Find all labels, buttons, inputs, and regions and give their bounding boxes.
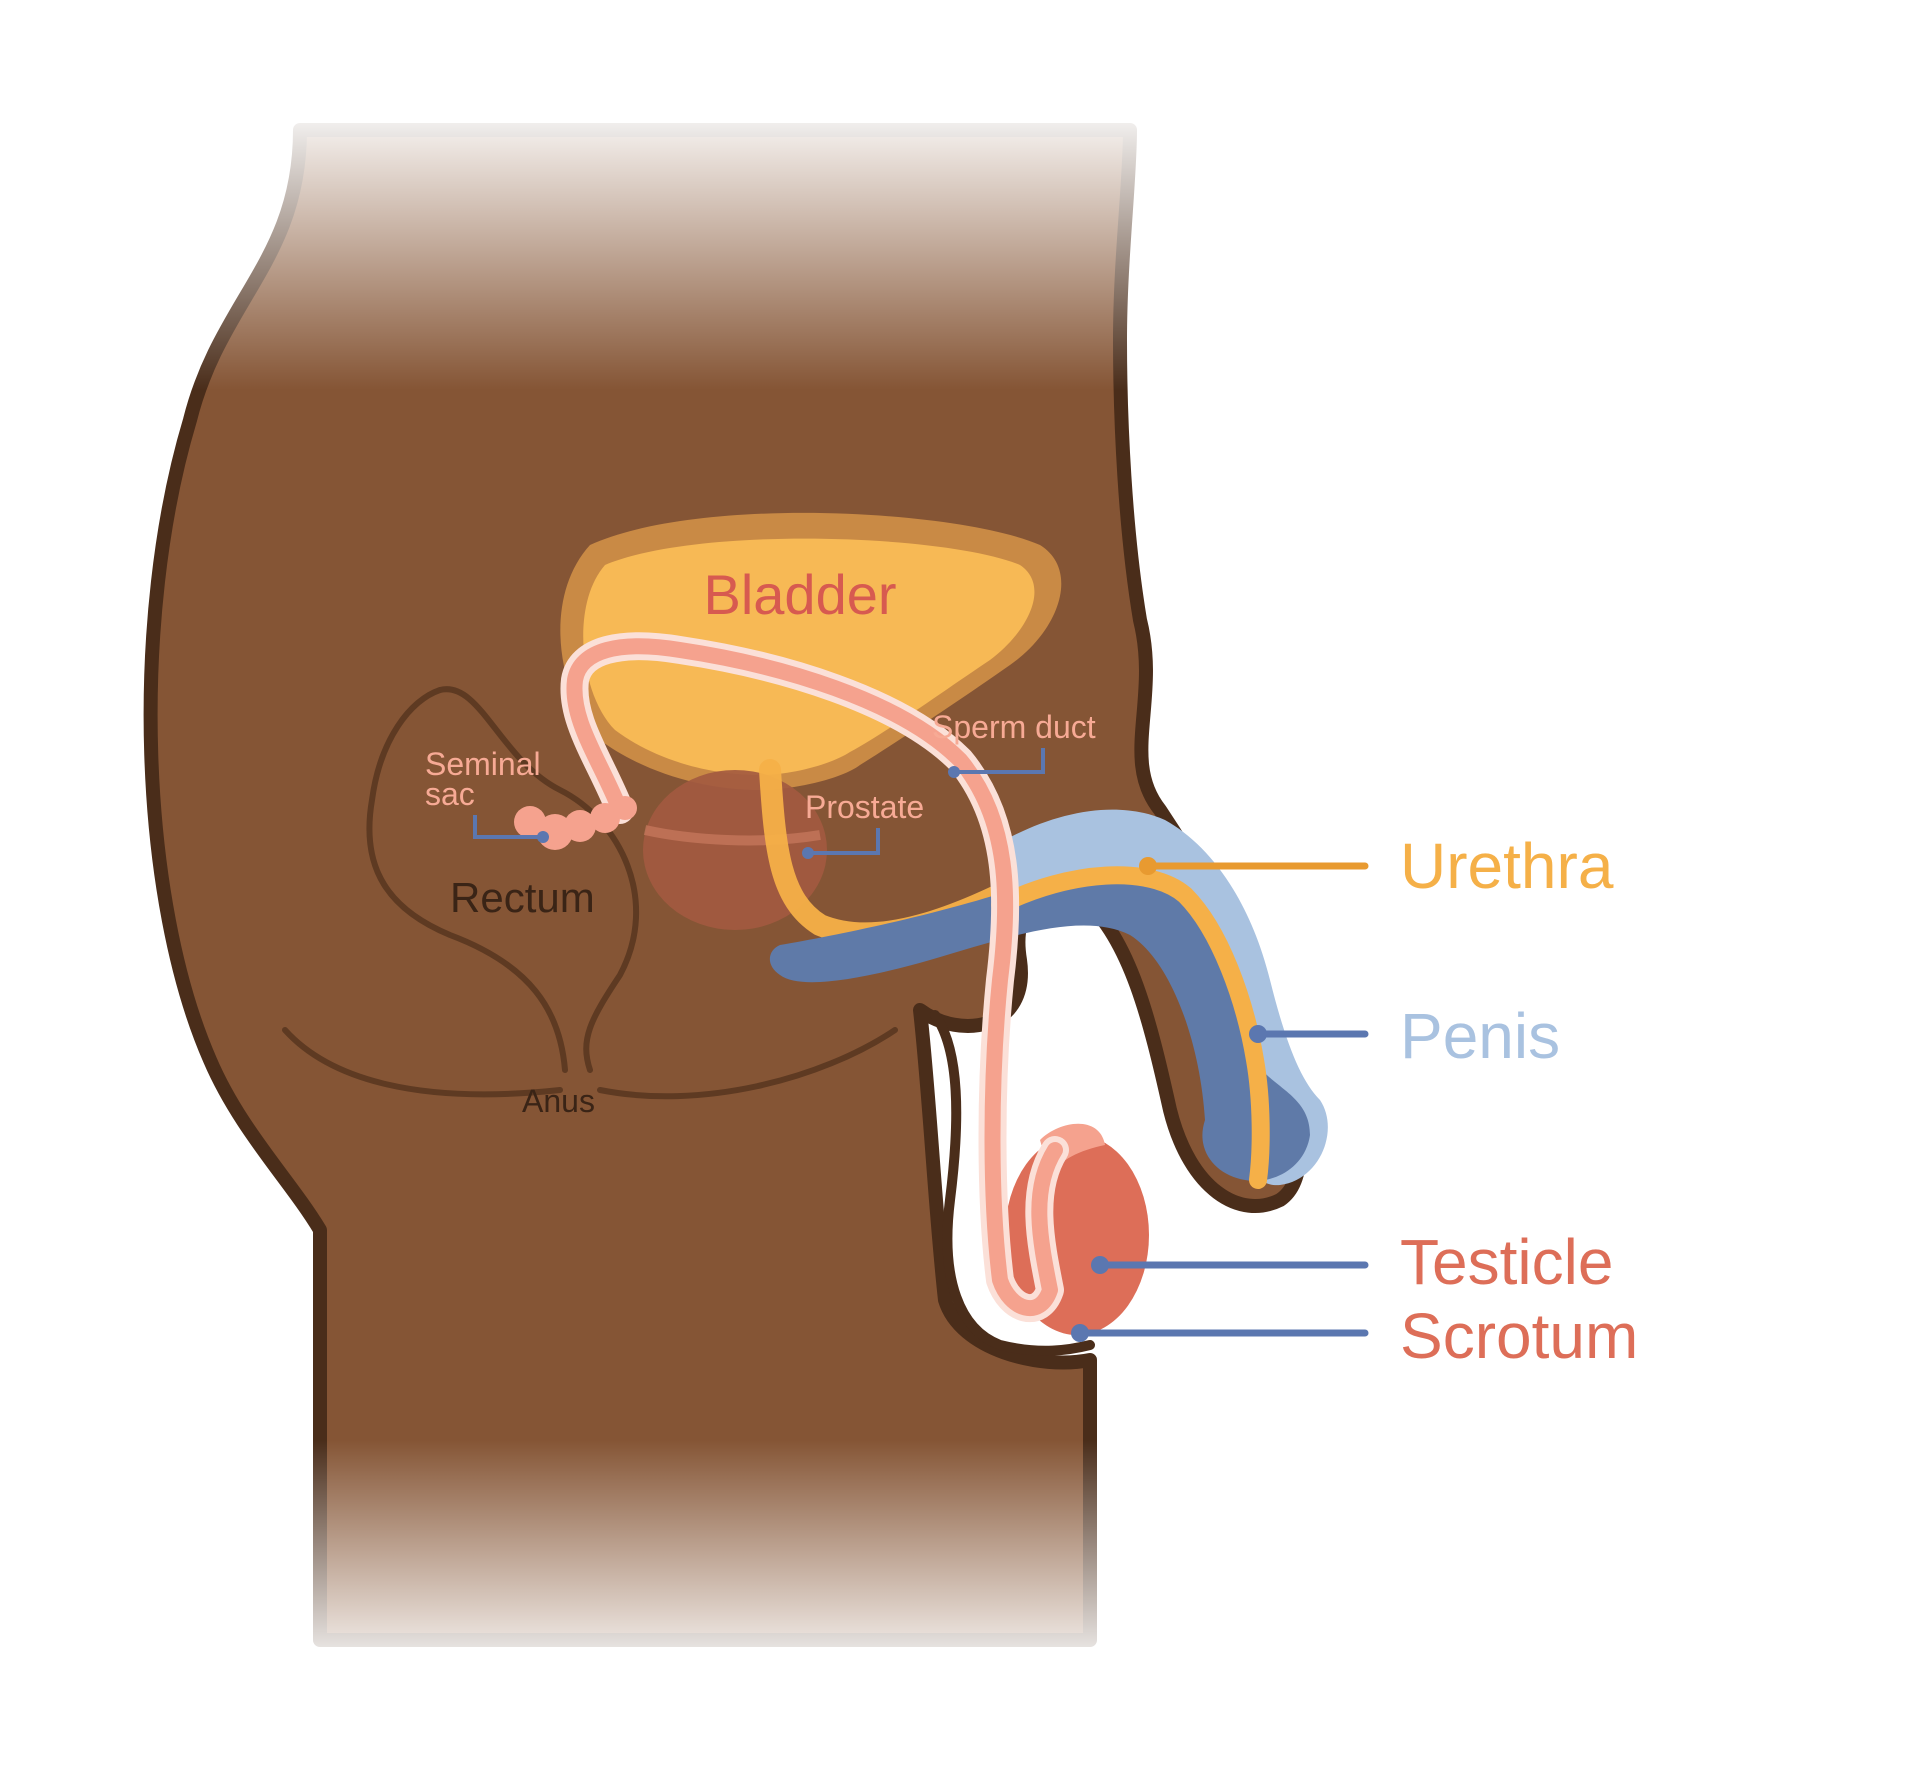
penis-leader-dot	[1249, 1025, 1267, 1043]
urethra-label: Urethra	[1400, 830, 1614, 902]
urethra-callout: Urethra	[1139, 830, 1614, 902]
seminal-sac-label-line2: sac	[425, 776, 475, 812]
urethra-leader-dot	[1139, 857, 1157, 875]
seminal-sac-lobe	[564, 810, 596, 842]
penis-urethra-channel	[991, 866, 1270, 1189]
scrotum-leader-dot	[1071, 1324, 1089, 1342]
prostate-label: Prostate	[805, 789, 924, 825]
testicle-leader-dot	[1091, 1256, 1109, 1274]
prostate-leader	[808, 828, 880, 855]
penis-callout: Penis	[1249, 1000, 1560, 1072]
seminal-sac-lobe	[590, 803, 620, 833]
sperm-duct-leader-dot	[948, 766, 960, 778]
bladder: Bladder	[560, 512, 1062, 790]
rectum-outline	[366, 687, 568, 1073]
seminal-sac-leader-dot	[537, 831, 549, 843]
rectum-outline-inner	[437, 686, 639, 1073]
buttock-curve-left	[282, 1027, 563, 1098]
rectum-contours	[282, 686, 898, 1100]
top-fade	[150, 100, 1200, 390]
penis-body	[769, 869, 1310, 1181]
sperm-duct-leader	[954, 748, 1045, 774]
sperm-duct-label: Sperm duct	[932, 709, 1096, 745]
scrotum-label: Scrotum	[1400, 1300, 1638, 1372]
seminal-sac-label-line1: Seminal	[425, 746, 541, 782]
seminal-sac-leader	[473, 815, 543, 839]
sperm-duct	[566, 638, 1063, 1317]
bottom-fade	[270, 1440, 1120, 1680]
bladder-body	[583, 538, 1035, 775]
seminal-sac	[514, 796, 637, 850]
testicle-callout: Testicle	[1091, 1226, 1613, 1298]
prostate-leader-dot	[802, 847, 814, 859]
scrotum-callout: Scrotum	[1071, 1300, 1638, 1372]
testicle-label: Testicle	[1400, 1226, 1613, 1298]
penis	[769, 809, 1328, 1189]
anus-label: Anus	[522, 1083, 595, 1119]
seminal-sac-lobe	[613, 796, 637, 820]
prostate-band	[643, 825, 821, 846]
penis-label: Penis	[1400, 1000, 1560, 1072]
buttock-curve-right	[597, 1027, 898, 1100]
bladder-label: Bladder	[703, 563, 896, 626]
scrotum-contour	[930, 1010, 1095, 1356]
rectum-label: Rectum	[450, 874, 595, 921]
